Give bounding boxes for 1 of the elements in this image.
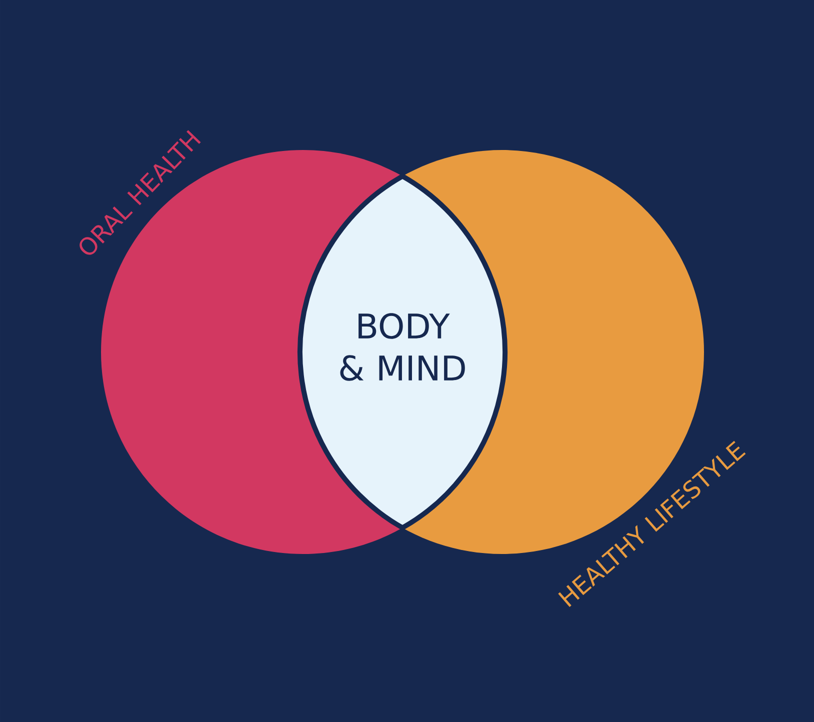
lens-label: BODY & MIND <box>340 313 465 381</box>
